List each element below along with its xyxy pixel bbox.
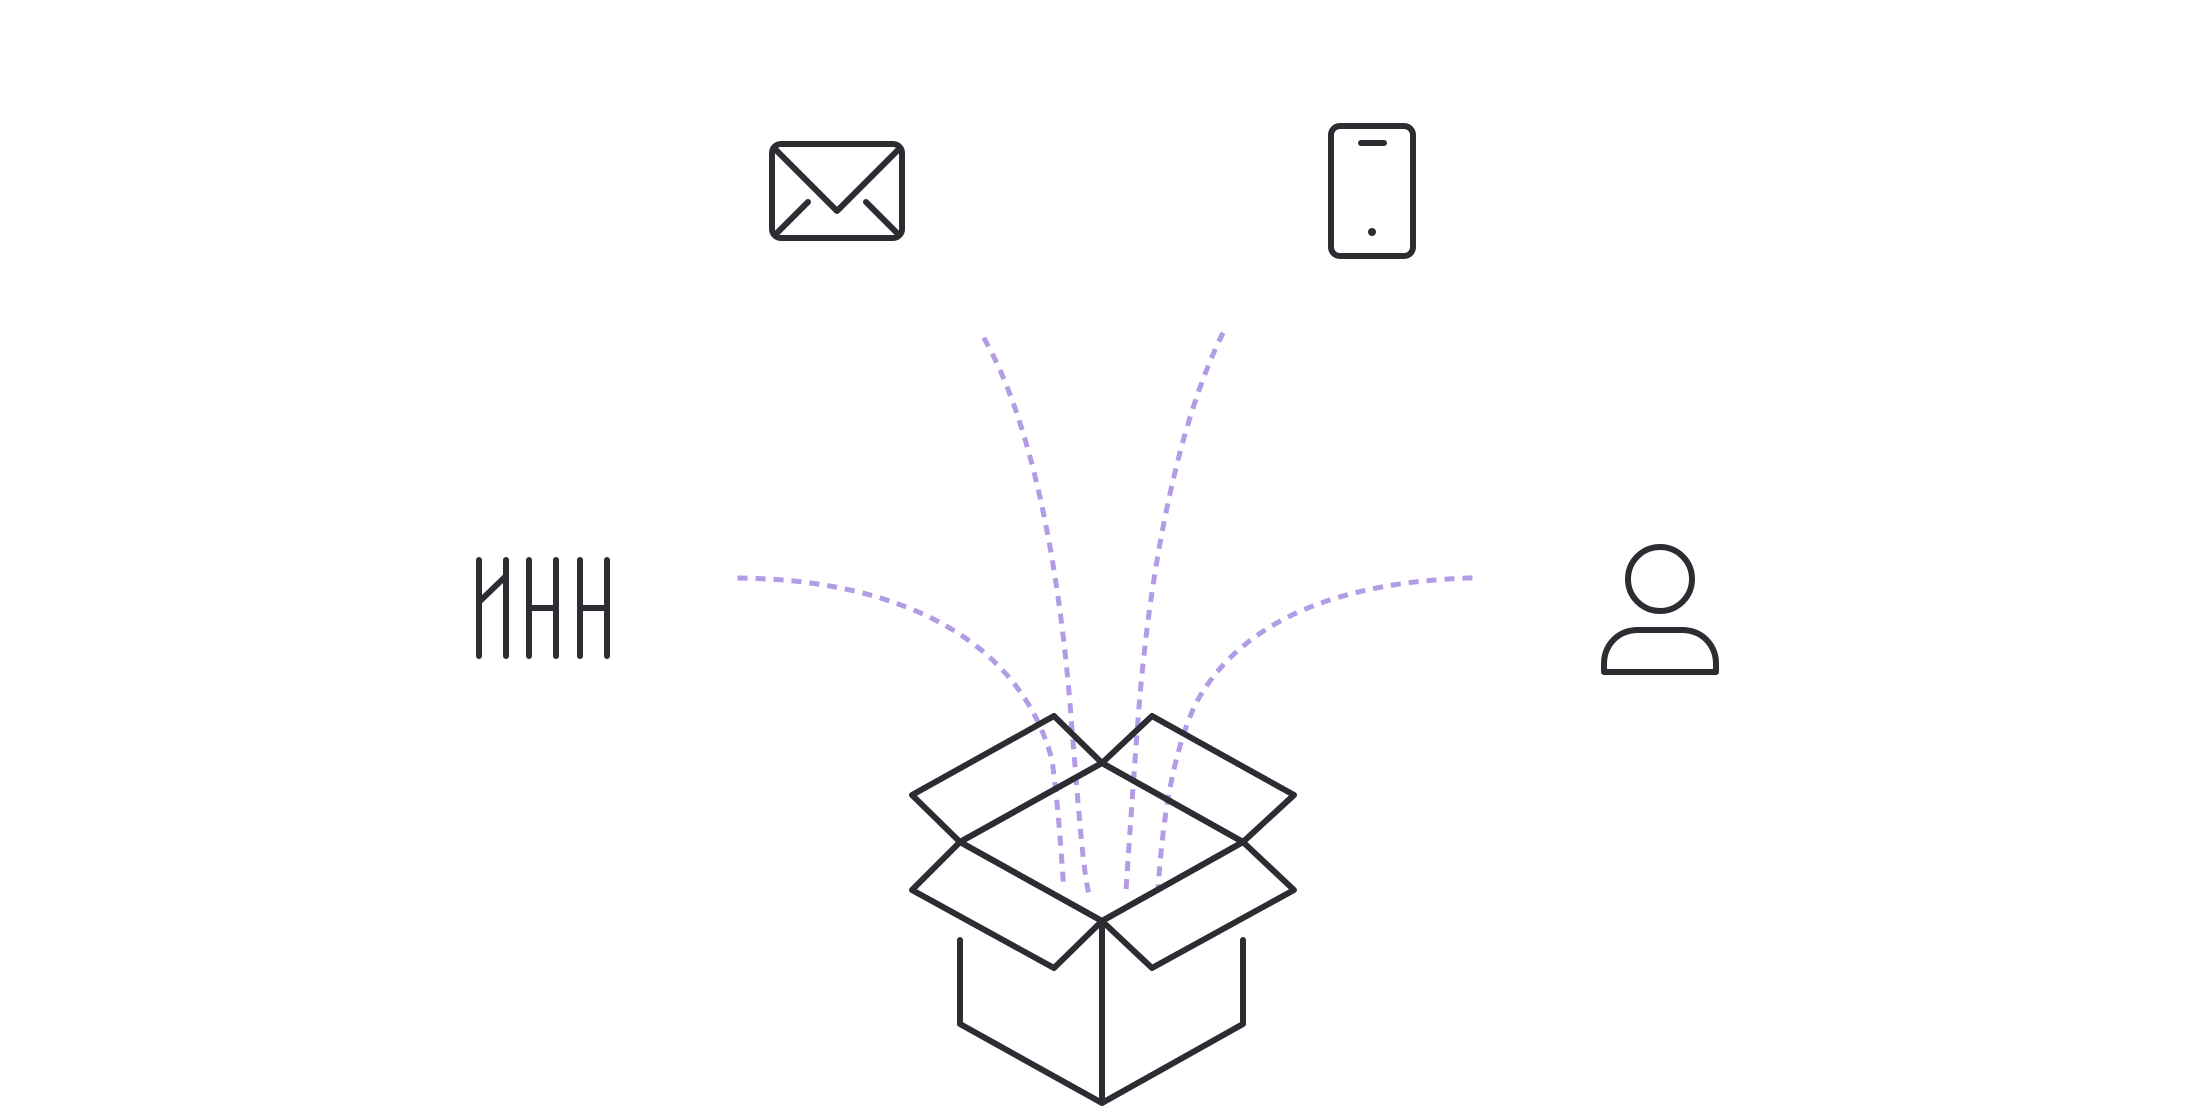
flow-path-from-email (981, 336, 1091, 893)
smartphone-icon (1328, 123, 1416, 259)
flow-path-from-name (737, 575, 1067, 893)
envelope-icon (769, 141, 905, 241)
flow-paths (737, 331, 1473, 893)
person-icon (1601, 544, 1719, 675)
flow-path-from-profile (1155, 575, 1473, 893)
flow-path-from-phone (1123, 331, 1226, 893)
name-letters-icon (476, 557, 610, 659)
open-box-icon (909, 713, 1297, 1106)
